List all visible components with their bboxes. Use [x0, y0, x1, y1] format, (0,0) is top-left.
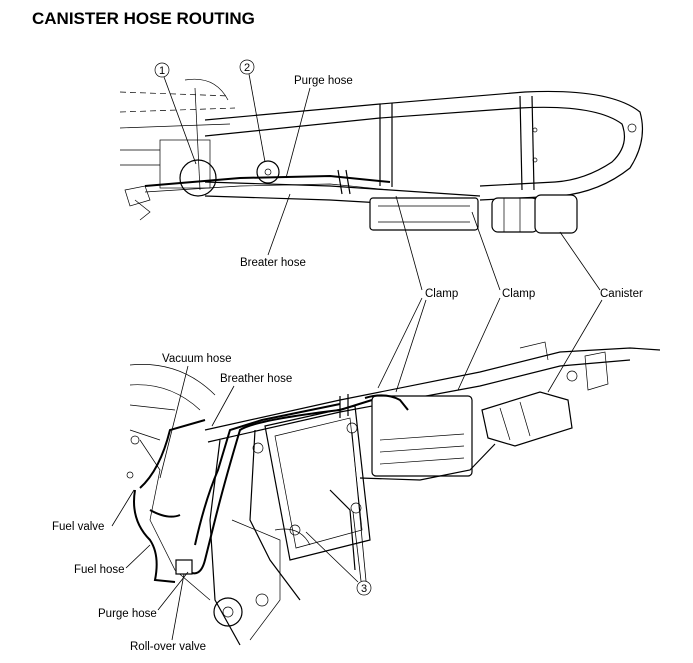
label-vacuum-hose: Vacuum hose: [159, 353, 231, 479]
callout-1: 1: [154, 62, 197, 165]
svg-text:2: 2: [244, 62, 250, 74]
label-purge-hose-side: Purge hose: [98, 571, 189, 620]
svg-text:Clamp: Clamp: [425, 288, 458, 300]
svg-text:Breather hose: Breather hose: [220, 373, 292, 385]
label-breather-hose: Breather hose: [211, 373, 292, 427]
label-breater-hose: Breater hose: [240, 193, 306, 269]
label-purge-hose-top: Purge hose: [285, 75, 353, 179]
page-title: CANISTER HOSE ROUTING: [32, 9, 255, 28]
svg-text:Clamp: Clamp: [502, 288, 535, 300]
label-canister: Canister: [547, 231, 643, 393]
svg-text:Fuel valve: Fuel valve: [52, 521, 104, 533]
svg-text:1: 1: [159, 65, 165, 77]
label-clamp-left: Clamp: [377, 195, 458, 393]
svg-text:Purge hose: Purge hose: [98, 608, 157, 620]
label-clamp-right: Clamp: [457, 211, 535, 391]
svg-text:Roll-over valve: Roll-over valve: [130, 641, 206, 653]
svg-text:Purge hose: Purge hose: [294, 75, 353, 87]
svg-text:Vacuum hose: Vacuum hose: [162, 353, 231, 365]
top-view-frame-drawing: [119, 78, 643, 234]
svg-text:Breater hose: Breater hose: [240, 257, 306, 269]
label-fuel-valve: Fuel valve: [52, 489, 135, 533]
svg-text:Canister: Canister: [600, 288, 643, 300]
label-roll-over-valve: Roll-over valve: [130, 573, 206, 653]
side-view-frame-drawing: [126, 341, 661, 646]
callout-2: 2: [239, 59, 266, 163]
label-fuel-hose: Fuel hose: [74, 544, 151, 576]
svg-text:Fuel hose: Fuel hose: [74, 564, 125, 576]
svg-text:3: 3: [361, 583, 367, 595]
callout-3: 3: [305, 431, 372, 596]
